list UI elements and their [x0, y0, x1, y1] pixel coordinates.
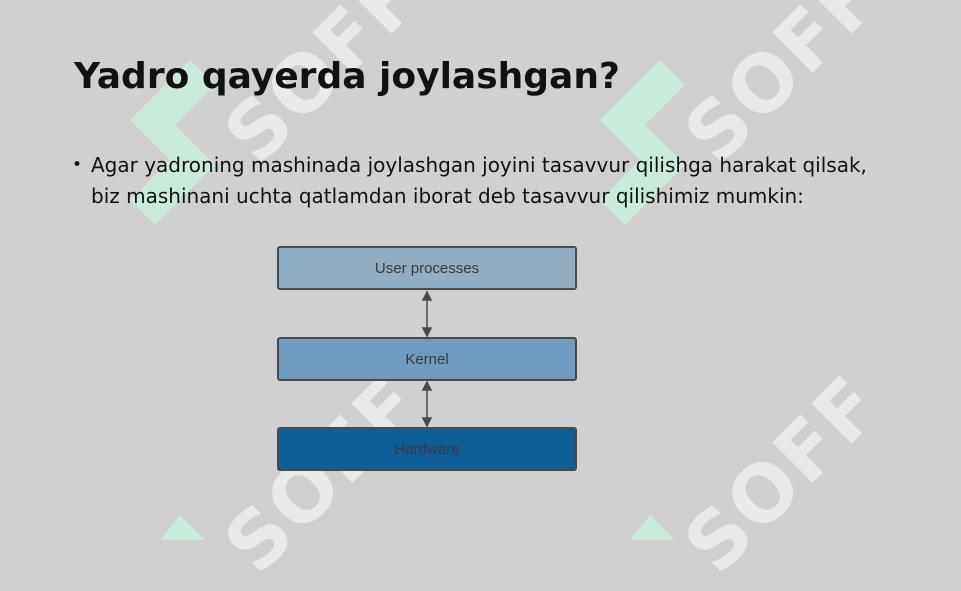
bullet-text: Agar yadroning mashinada joylashgan joyi… [91, 153, 867, 208]
layer-user-processes: User processes [277, 246, 577, 290]
layer-hardware: Hardware [277, 427, 577, 471]
bullet-item: • Agar yadroning mashinada joylashgan jo… [72, 150, 872, 212]
arrow-head-up-icon [421, 380, 433, 391]
layer-kernel: Kernel [277, 337, 577, 381]
connector-arrows [421, 290, 433, 428]
arrow-head-down-icon [421, 327, 433, 338]
arrow-head-down-icon [421, 417, 433, 428]
bullet-marker: • [72, 155, 83, 175]
slide-title: Yadro qayerda joylashgan? [74, 56, 620, 97]
arrow-head-up-icon [421, 290, 433, 301]
